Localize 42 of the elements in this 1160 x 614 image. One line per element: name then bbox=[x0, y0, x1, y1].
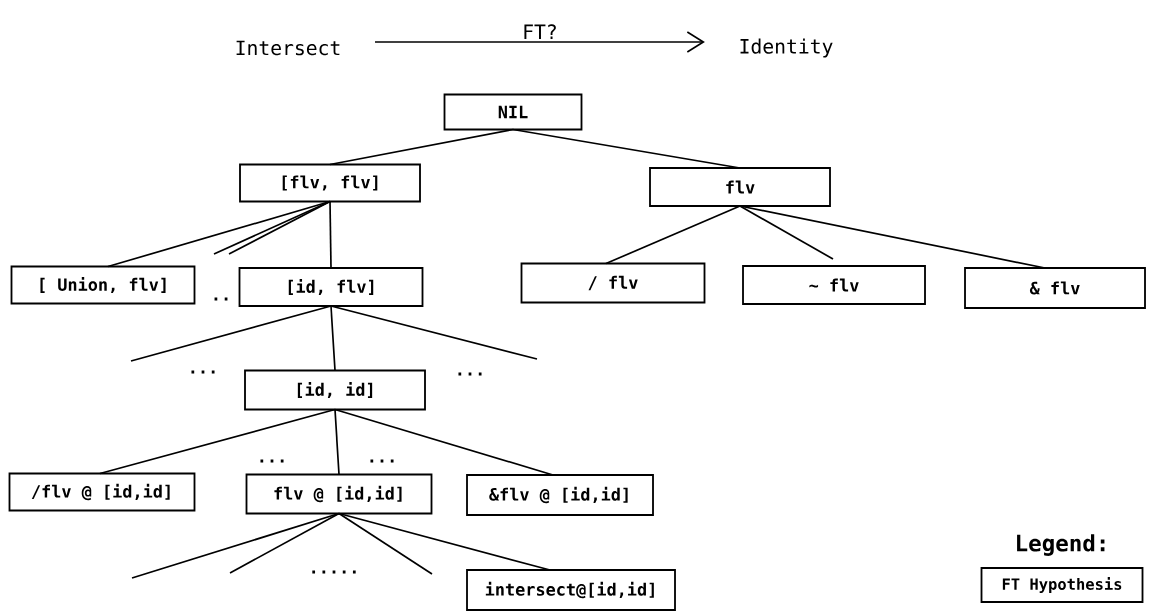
text-label: ... bbox=[191, 370, 215, 374]
connector-line bbox=[338, 512, 551, 571]
connector-line bbox=[130, 305, 332, 362]
connector-line bbox=[374, 31, 705, 53]
text-label: ..... bbox=[312, 570, 356, 574]
text-label: .. bbox=[214, 297, 228, 301]
connector-line bbox=[512, 128, 741, 169]
edge-label: FT? bbox=[524, 24, 556, 39]
tree-box: [ Union, flv] bbox=[10, 265, 196, 305]
tree-box: [id, flv] bbox=[238, 267, 424, 307]
text-label: ... bbox=[370, 459, 394, 463]
connector-line bbox=[329, 128, 514, 166]
tree-box: / flv bbox=[520, 262, 706, 304]
tree-box: &flv @ [id,id] bbox=[466, 474, 654, 516]
node-label: Intersect bbox=[236, 40, 340, 56]
tree-box: ~ flv bbox=[742, 265, 926, 305]
connector-line bbox=[99, 408, 336, 475]
text-label: ... bbox=[260, 459, 284, 463]
tree-box: intersect@[id,id] bbox=[466, 569, 676, 611]
connector-line bbox=[605, 205, 741, 265]
connector-line bbox=[107, 200, 331, 268]
legend-box: FT Hypothesis bbox=[980, 567, 1144, 603]
text-label: Legend: bbox=[1017, 534, 1105, 556]
node-label: Identity bbox=[740, 38, 833, 58]
connector-line bbox=[334, 408, 340, 476]
connector-line bbox=[334, 408, 554, 476]
tree-box: flv @ [id,id] bbox=[245, 473, 433, 515]
connector-line bbox=[739, 205, 1046, 269]
tree-box: flv bbox=[649, 167, 831, 207]
tree-box: NIL bbox=[443, 93, 583, 131]
tree-box: /flv @ [id,id] bbox=[8, 472, 196, 512]
tree-box: [id, id] bbox=[244, 369, 426, 411]
connector-line bbox=[329, 200, 332, 269]
connector-line bbox=[229, 512, 340, 574]
text-label: ... bbox=[458, 372, 482, 376]
connector-line bbox=[739, 205, 834, 260]
connector-line bbox=[330, 305, 538, 360]
tree-box: [flv, flv] bbox=[239, 163, 421, 203]
connector-line bbox=[338, 512, 433, 575]
connector-line bbox=[131, 512, 340, 579]
tree-box: & flv bbox=[964, 267, 1146, 309]
connector-line bbox=[330, 305, 336, 372]
